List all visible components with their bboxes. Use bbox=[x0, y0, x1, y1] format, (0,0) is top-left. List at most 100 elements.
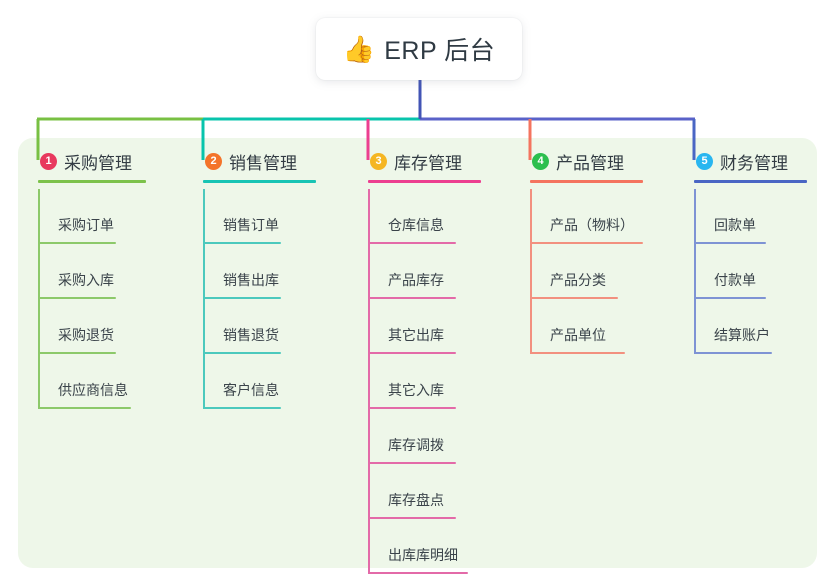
item-label: 采购入库 bbox=[58, 272, 114, 288]
item-label: 产品（物料） bbox=[550, 217, 634, 233]
list-item[interactable]: 采购退货 bbox=[36, 299, 132, 354]
item-label: 出库库明细 bbox=[388, 547, 458, 563]
item-rule bbox=[530, 297, 618, 299]
column-header-3[interactable]: 3 库存管理 bbox=[366, 145, 481, 183]
item-label: 产品库存 bbox=[388, 272, 444, 288]
item-rule bbox=[530, 242, 643, 244]
list-item[interactable]: 产品分类 bbox=[528, 244, 624, 299]
list-item[interactable]: 销售出库 bbox=[201, 244, 297, 299]
list-item[interactable]: 仓库信息 bbox=[366, 189, 462, 244]
column-badge-1: 1 bbox=[40, 153, 57, 170]
item-rule bbox=[203, 407, 281, 409]
item-label: 库存盘点 bbox=[388, 492, 444, 508]
item-label: 销售退货 bbox=[223, 327, 279, 343]
item-rule bbox=[203, 297, 281, 299]
item-label: 仓库信息 bbox=[388, 217, 444, 233]
list-item[interactable]: 产品库存 bbox=[366, 244, 462, 299]
list-item[interactable]: 客户信息 bbox=[201, 354, 297, 409]
column-spine-2 bbox=[203, 189, 205, 409]
item-rule bbox=[368, 517, 456, 519]
item-rule bbox=[368, 242, 456, 244]
item-rule bbox=[368, 572, 468, 574]
item-rule bbox=[368, 297, 456, 299]
item-label: 其它入库 bbox=[388, 382, 444, 398]
item-rule bbox=[694, 297, 766, 299]
item-rule bbox=[368, 407, 456, 409]
list-item[interactable]: 产品单位 bbox=[528, 299, 625, 354]
list-item[interactable]: 销售订单 bbox=[201, 189, 297, 244]
list-item[interactable]: 库存盘点 bbox=[366, 464, 462, 519]
column-badge-5: 5 bbox=[696, 153, 713, 170]
item-label: 回款单 bbox=[714, 217, 756, 233]
root-node-card[interactable]: 👍 ERP 后台 bbox=[316, 18, 522, 80]
column-1: 1 采购管理采购订单采购入库采购退货供应商信息 bbox=[36, 145, 146, 409]
column-badge-4: 4 bbox=[532, 153, 549, 170]
item-rule bbox=[368, 462, 456, 464]
list-item[interactable]: 其它入库 bbox=[366, 354, 462, 409]
column-title-1: 采购管理 bbox=[64, 154, 132, 173]
list-item[interactable]: 回款单 bbox=[692, 189, 788, 244]
column-header-rule-1 bbox=[38, 180, 146, 183]
column-items-1: 采购订单采购入库采购退货供应商信息 bbox=[36, 189, 132, 409]
list-item[interactable]: 库存调拨 bbox=[366, 409, 462, 464]
list-item[interactable]: 销售退货 bbox=[201, 299, 297, 354]
column-4: 4 产品管理产品（物料） 产品分类产品单位 bbox=[528, 145, 643, 354]
column-title-3: 库存管理 bbox=[394, 154, 462, 173]
item-label: 供应商信息 bbox=[58, 382, 128, 398]
thumbs-up-icon: 👍 bbox=[342, 34, 376, 64]
column-badge-3: 3 bbox=[370, 153, 387, 170]
column-5: 5 财务管理回款单付款单结算账户 bbox=[692, 145, 807, 354]
list-item[interactable]: 采购入库 bbox=[36, 244, 132, 299]
item-label: 采购退货 bbox=[58, 327, 114, 343]
column-items-5: 回款单付款单结算账户 bbox=[692, 189, 788, 354]
list-item[interactable]: 其它出库 bbox=[366, 299, 462, 354]
column-header-rule-5 bbox=[694, 180, 807, 183]
item-rule bbox=[368, 352, 456, 354]
column-3: 3 库存管理仓库信息产品库存其它出库其它入库库存调拨库存盘点出库库明细 bbox=[366, 145, 481, 574]
item-rule bbox=[38, 297, 116, 299]
column-items-2: 销售订单销售出库销售退货客户信息 bbox=[201, 189, 297, 409]
column-header-1[interactable]: 1 采购管理 bbox=[36, 145, 146, 183]
item-label: 产品分类 bbox=[550, 272, 606, 288]
column-spine-4 bbox=[530, 189, 532, 354]
column-header-2[interactable]: 2 销售管理 bbox=[201, 145, 316, 183]
item-rule bbox=[38, 352, 116, 354]
item-rule bbox=[530, 352, 625, 354]
column-items-3: 仓库信息产品库存其它出库其它入库库存调拨库存盘点出库库明细 bbox=[366, 189, 468, 574]
item-rule bbox=[203, 242, 281, 244]
column-items-4: 产品（物料） 产品分类产品单位 bbox=[528, 189, 643, 354]
column-header-rule-2 bbox=[203, 180, 316, 183]
item-rule bbox=[203, 352, 281, 354]
column-header-rule-4 bbox=[530, 180, 643, 183]
list-item[interactable]: 供应商信息 bbox=[36, 354, 132, 409]
list-item[interactable]: 出库库明细 bbox=[366, 519, 468, 574]
column-title-5: 财务管理 bbox=[720, 154, 788, 173]
item-rule bbox=[694, 242, 766, 244]
page-title: ERP 后台 bbox=[384, 37, 496, 65]
list-item[interactable]: 产品（物料） bbox=[528, 189, 643, 244]
column-header-5[interactable]: 5 财务管理 bbox=[692, 145, 807, 183]
list-item[interactable]: 采购订单 bbox=[36, 189, 132, 244]
column-spine-5 bbox=[694, 189, 696, 354]
column-title-2: 销售管理 bbox=[229, 154, 297, 173]
item-label: 销售订单 bbox=[223, 217, 279, 233]
list-item[interactable]: 结算账户 bbox=[692, 299, 788, 354]
item-label: 采购订单 bbox=[58, 217, 114, 233]
item-label: 付款单 bbox=[714, 272, 756, 288]
column-spine-1 bbox=[38, 189, 40, 409]
item-label: 客户信息 bbox=[223, 382, 279, 398]
column-header-4[interactable]: 4 产品管理 bbox=[528, 145, 643, 183]
item-rule bbox=[38, 242, 116, 244]
item-label: 结算账户 bbox=[714, 327, 770, 343]
column-header-rule-3 bbox=[368, 180, 481, 183]
item-label: 其它出库 bbox=[388, 327, 444, 343]
item-label: 销售出库 bbox=[223, 272, 279, 288]
item-rule bbox=[694, 352, 772, 354]
item-label: 产品单位 bbox=[550, 327, 606, 343]
column-2: 2 销售管理销售订单销售出库销售退货客户信息 bbox=[201, 145, 316, 409]
column-title-4: 产品管理 bbox=[556, 154, 624, 173]
column-badge-2: 2 bbox=[205, 153, 222, 170]
column-spine-3 bbox=[368, 189, 370, 574]
list-item[interactable]: 付款单 bbox=[692, 244, 788, 299]
